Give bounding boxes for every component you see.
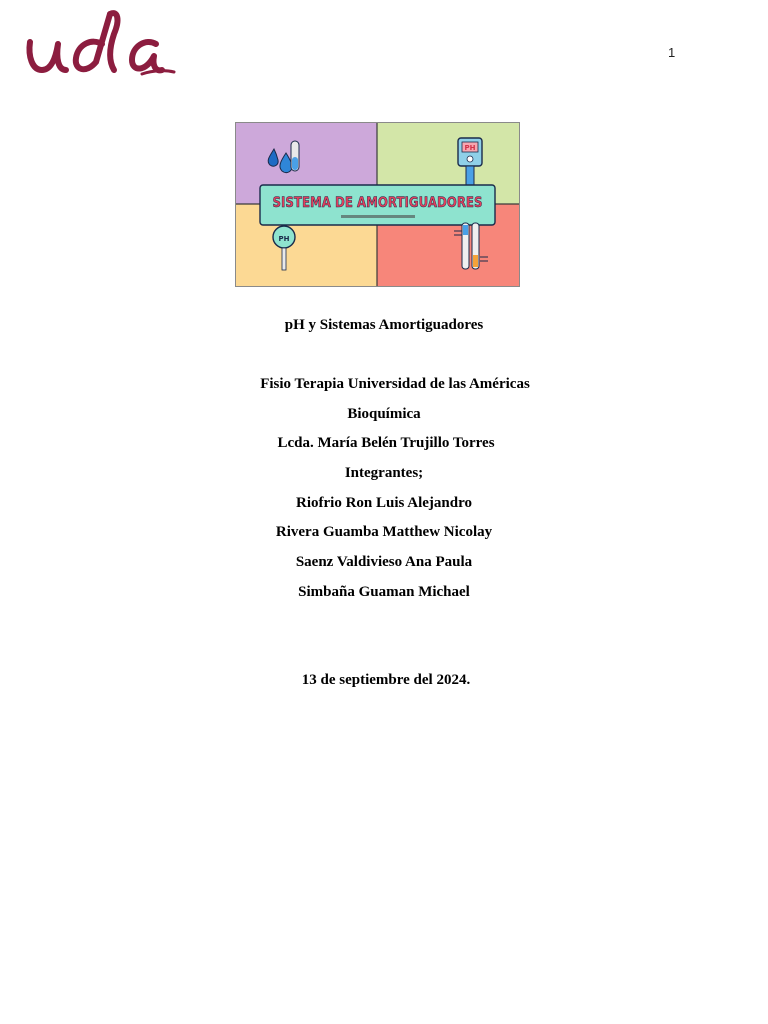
member-name: Saenz Valdivieso Ana Paula bbox=[295, 554, 473, 570]
ph-indicator-icon: PH bbox=[272, 225, 296, 271]
banner-title: SISTEMA DE AMORTIGUADORES bbox=[273, 195, 483, 211]
teacher: Lcda. María Belén Trujillo Torres bbox=[277, 435, 495, 451]
drops-icon bbox=[267, 140, 300, 174]
document-title: pH y Sistemas Amortiguadores bbox=[284, 317, 484, 333]
udla-logo bbox=[26, 10, 176, 76]
document-date: 13 de septiembre del 2024. bbox=[301, 672, 471, 688]
cover-illustration: PH SISTEMA DE AMORTIGUADORES PH bbox=[235, 122, 520, 287]
member-name: Riofrio Ron Luis Alejandro bbox=[296, 495, 472, 511]
page-number: 1 bbox=[668, 45, 676, 60]
member-name: Rivera Guamba Matthew Nicolay bbox=[275, 524, 493, 540]
svg-text:PH: PH bbox=[465, 144, 476, 152]
svg-text:PH: PH bbox=[279, 235, 290, 243]
member-name: Simbaña Guaman Michael bbox=[298, 584, 470, 600]
ph-meter-icon: PH bbox=[457, 137, 483, 189]
members-label: Integrantes; bbox=[344, 465, 424, 481]
test-tubes-icon bbox=[454, 222, 488, 270]
subject: Bioquímica bbox=[347, 406, 421, 422]
institution: Fisio Terapia Universidad de las América… bbox=[260, 376, 530, 392]
